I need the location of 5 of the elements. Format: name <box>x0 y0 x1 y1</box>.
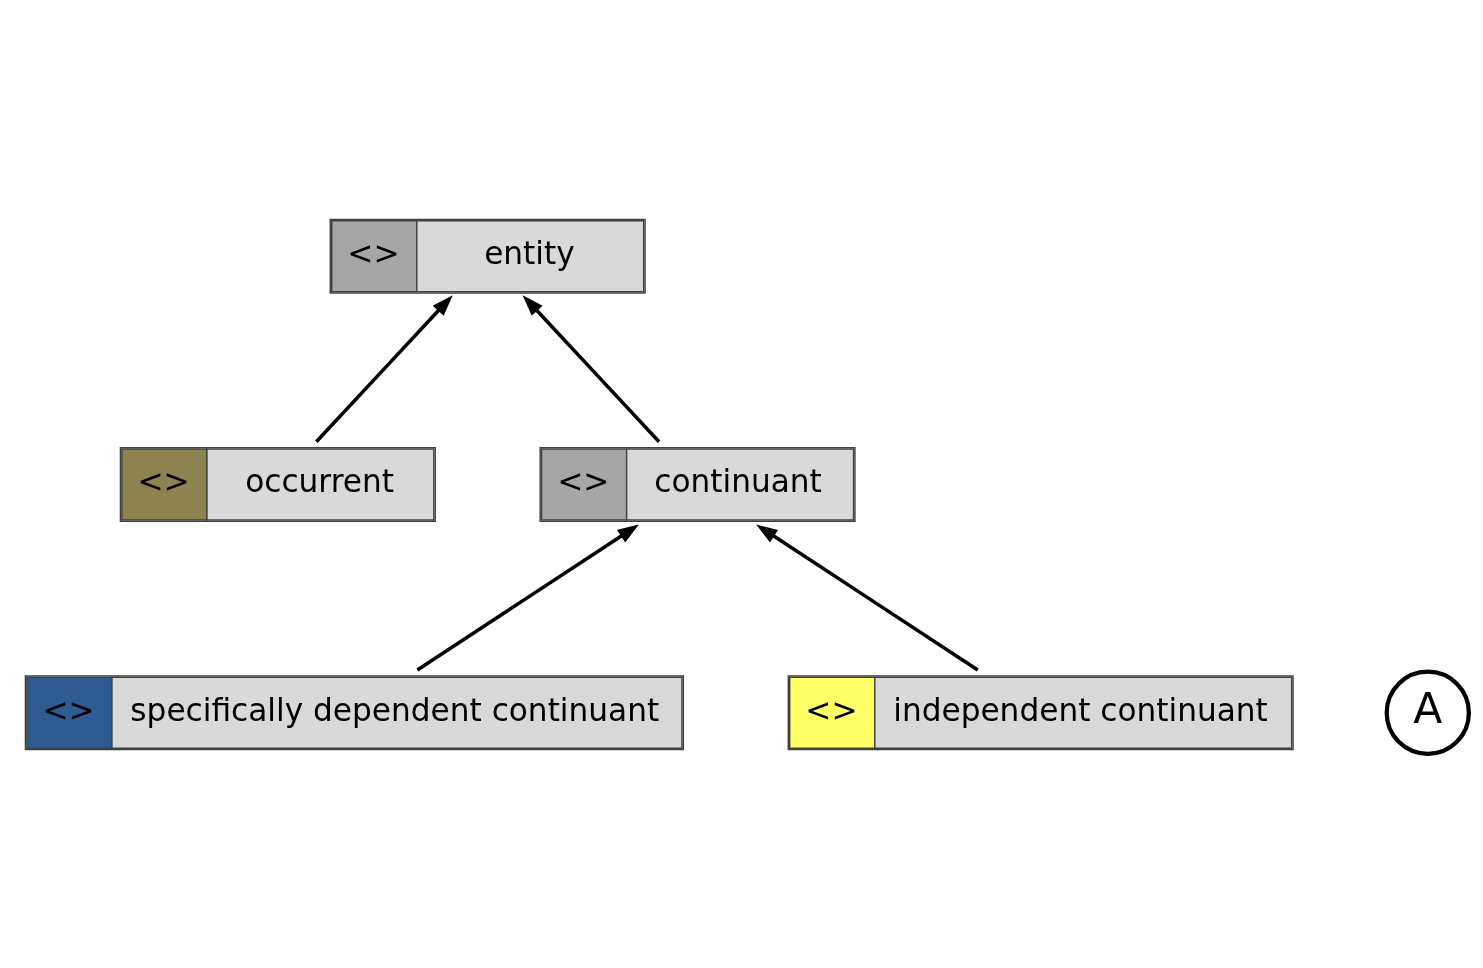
node-circle: A <box>1384 669 1471 756</box>
arrow <box>416 523 639 671</box>
arrow <box>756 523 979 671</box>
arrow <box>522 294 661 443</box>
arrow <box>315 294 453 443</box>
